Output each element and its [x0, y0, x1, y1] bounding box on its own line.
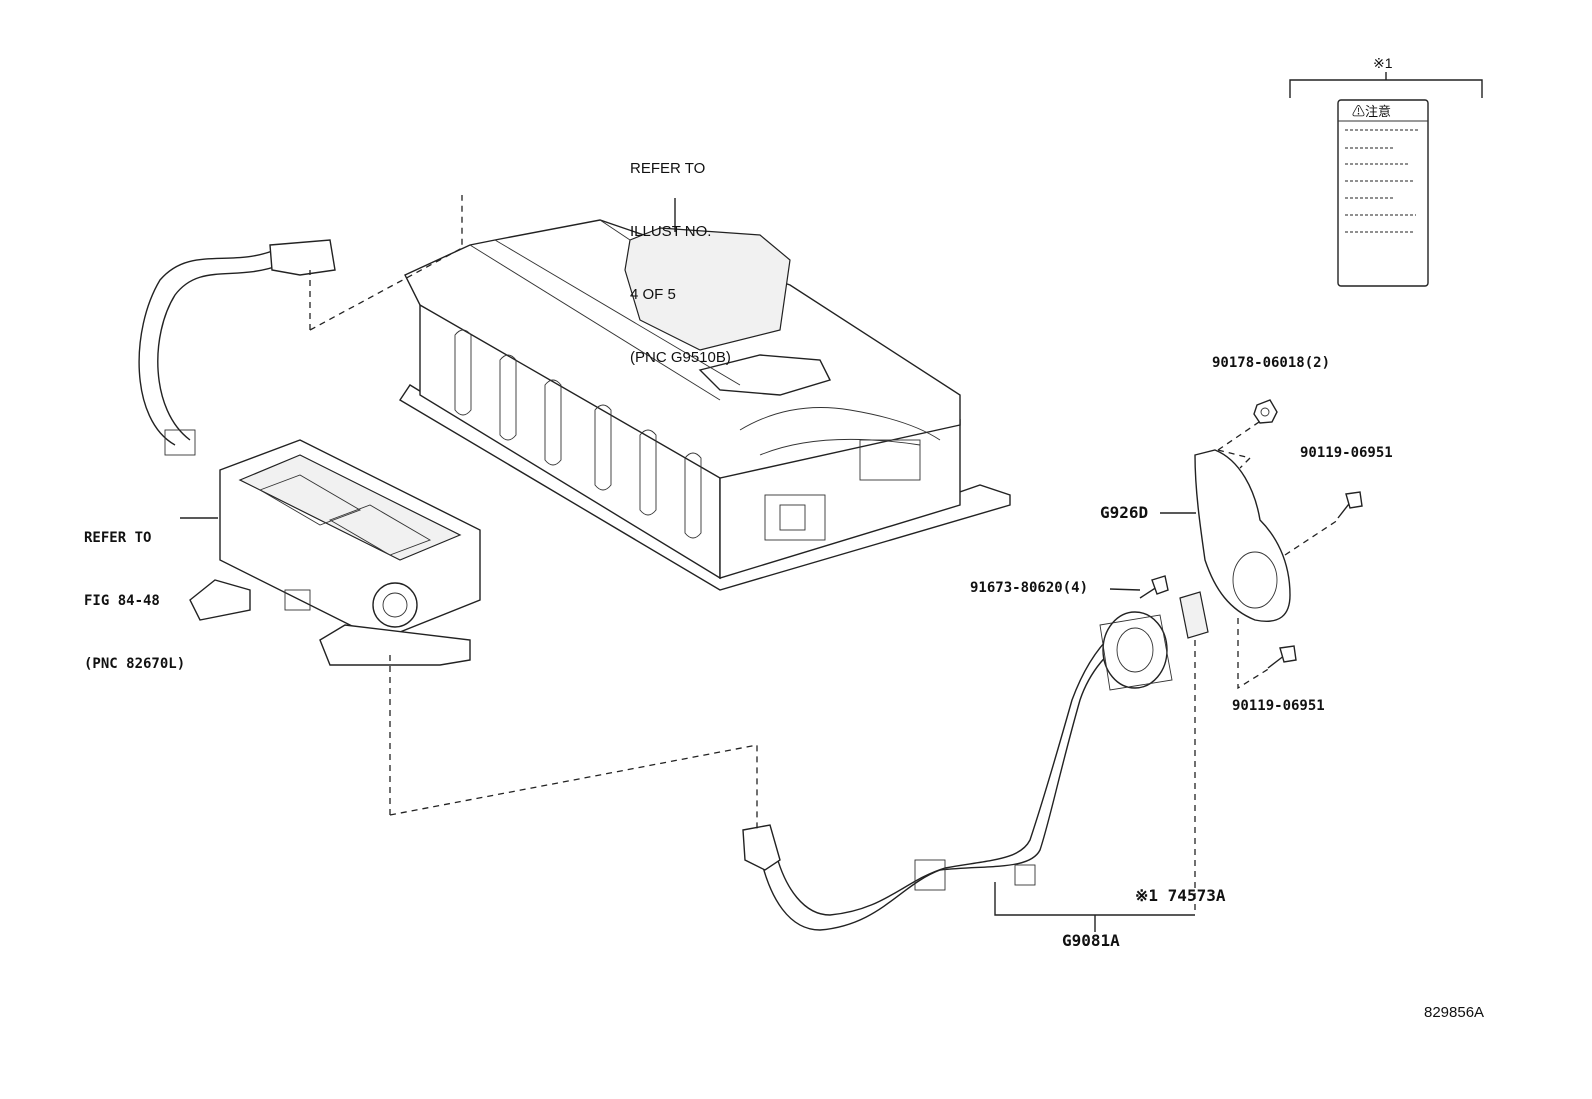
assembly-guide-lines: [309, 195, 1339, 915]
battery-pack-illustration: [399, 219, 1011, 591]
callout-refer-inverter: REFER TO FIG 84-48 (PNC 82670L): [84, 486, 185, 696]
callout-line: FIG 84-48: [84, 593, 160, 609]
part-number-90178: 90178-06018(2): [1212, 355, 1331, 371]
inverter-illustration: [189, 439, 481, 666]
upper-cable-illustration: [138, 239, 336, 456]
nut-90178-illustration: [1253, 399, 1278, 424]
bolt-90119-bottom-illustration: [1267, 645, 1297, 669]
bolt-91673-illustration: [1139, 575, 1169, 599]
callout-line: (PNC 82670L): [84, 656, 186, 672]
callout-line: ILLUST NO.: [630, 223, 712, 240]
caution-label-header: ⚠注意: [1352, 104, 1392, 119]
part-number-90119-bottom: 90119-06951: [1232, 698, 1325, 714]
inlet-seal-illustration: [1179, 591, 1209, 639]
callout-line: REFER TO: [84, 530, 152, 546]
diagram-id: 829856A: [1424, 1004, 1485, 1021]
callout-refer-battery-pack: REFER TO ILLUST NO. 4 OF 5 (PNC G9510B): [630, 116, 731, 389]
leader-lines: [180, 198, 1196, 932]
callout-line: 4 OF 5: [630, 286, 676, 303]
callout-line: (PNC G9510B): [630, 349, 731, 366]
callout-line: REFER TO: [630, 160, 706, 177]
charging-harness-illustration: [742, 611, 1173, 931]
part-number-91673: 91673-80620(4): [970, 580, 1089, 596]
part-number-90119-top: 90119-06951: [1300, 445, 1393, 461]
part-number-g926d: G926D: [1100, 503, 1149, 522]
caution-note-marker: ※1: [1373, 55, 1393, 71]
part-number-74573a: ※1 74573A: [1135, 886, 1226, 905]
inlet-bracket-illustration: [1194, 449, 1291, 622]
bolt-90119-top-illustration: [1337, 491, 1363, 519]
caution-label-illustration: [1289, 72, 1483, 287]
part-number-g9081a: G9081A: [1062, 931, 1120, 950]
